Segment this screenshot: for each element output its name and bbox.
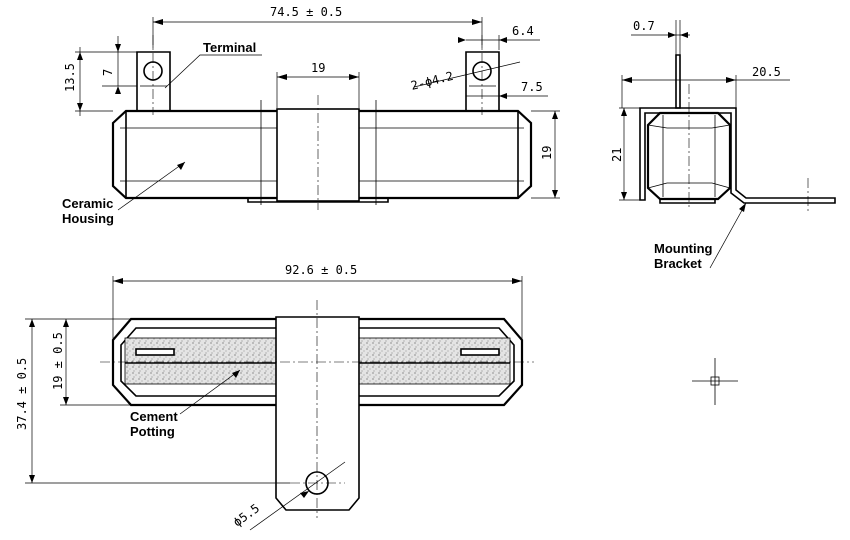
label-mounting-bracket-2: Bracket [654,256,702,271]
left-terminal [136,51,171,111]
potting-right [358,337,511,385]
dim-side-height: 21 [610,148,624,162]
top-view: 92.6 ± 0.5 19 ± 0.5 37.4 ± 0.5 ϕ5.5 Ceme… [15,263,534,531]
dim-terminal-total-height: 13.5 [63,63,77,92]
dim-hole-diameter: 2-ϕ4.2 [409,69,454,93]
bracket-band-top [275,316,360,511]
dim-terminal-height: 7 [101,69,115,76]
dim-terminal-width: 6.4 [512,24,534,38]
dim-housing-height: 19 [540,146,554,160]
front-view: 74.5 ± 0.5 6.4 19 2-ϕ4.2 7.5 7 13.5 19 [62,5,560,226]
label-mounting-bracket-1: Mounting [654,241,713,256]
side-view: 0.7 20.5 21 Mounting Bracket [610,19,836,271]
label-ceramic-housing-1: Ceramic [62,196,113,211]
right-terminal [465,51,500,111]
dim-bracket-width: 19 [311,61,325,75]
dim-mount-hole-diameter: ϕ5.5 [231,501,263,529]
dim-overall-length: 92.6 ± 0.5 [285,263,357,277]
dim-bracket-flange: 20.5 [752,65,781,79]
potting-left [124,337,277,385]
dim-terminal-offset: 7.5 [521,80,543,94]
label-cement-potting-2: Potting [130,424,175,439]
dim-terminal-spacing: 74.5 ± 0.5 [270,5,342,19]
label-cement-potting-1: Cement [130,409,178,424]
dim-bracket-thickness: 0.7 [633,19,655,33]
crosshair-symbol [692,358,738,405]
label-terminal: Terminal [203,40,256,55]
label-ceramic-housing-2: Housing [62,211,114,226]
dim-body-width: 19 ± 0.5 [51,332,65,390]
dim-overall-width: 37.4 ± 0.5 [15,358,29,430]
